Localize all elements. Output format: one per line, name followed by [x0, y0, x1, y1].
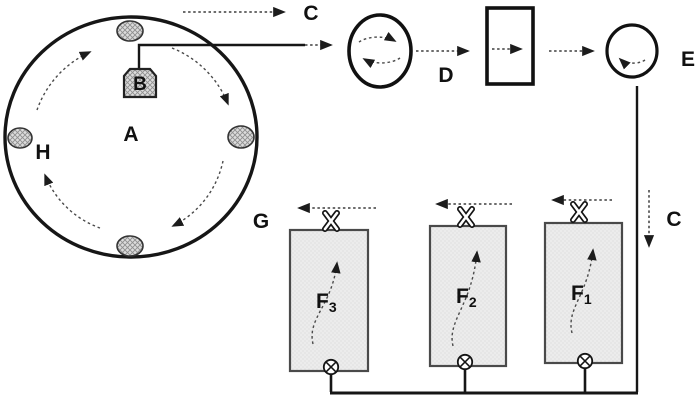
- stream-c-top: C: [183, 2, 319, 25]
- vessel-a-rotation-arrow-top-left: [36, 51, 92, 111]
- collector-manifold: [329, 368, 638, 395]
- label-pump-d: D: [438, 64, 453, 87]
- vessel-a-rotation-arrow-bottom-left: [44, 173, 101, 229]
- label-pump-e: E: [681, 48, 695, 71]
- label-feeder-b: B: [133, 74, 147, 95]
- vessel-a: A H: [3, 15, 259, 259]
- unit-f1-drain-valve-icon: [576, 352, 594, 370]
- pump-1-rotation-icon-top: [358, 31, 397, 43]
- unit-f3-top-valve-icon: [325, 213, 337, 229]
- pump-1-body: [347, 13, 413, 89]
- unit-f1-box: [543, 221, 624, 365]
- label-stream-c-recycle: C: [666, 208, 681, 231]
- column-d-box: [485, 6, 535, 86]
- feeder-b-box: [122, 67, 158, 99]
- label-unit-f1: F1: [571, 282, 592, 307]
- column-d: D: [438, 6, 535, 87]
- pump-e-rotation-icon: [618, 57, 646, 70]
- stream-c-recycle: C: [635, 86, 682, 392]
- label-unit-f2: F2: [456, 285, 477, 310]
- label-vessel-a: A: [123, 123, 138, 146]
- pump-1-rotation-icon-bottom: [362, 57, 401, 69]
- feeder-b-line: [137, 43, 305, 69]
- unit-f2: F2: [428, 198, 512, 371]
- unit-f3-drain-valve-icon: [322, 358, 340, 376]
- nozzle-right: [227, 125, 255, 149]
- unit-f2-drain-valve-icon: [456, 353, 474, 371]
- vessel-a-outline: [3, 15, 259, 259]
- unit-f1: F1: [543, 194, 624, 370]
- vessel-a-rotation-arrow-bottom-right: [171, 160, 224, 227]
- unit-f1-top-valve-icon: [573, 204, 585, 220]
- label-vessel-g: G: [253, 210, 269, 233]
- nozzle-top: [116, 20, 144, 42]
- label-stream-c-top: C: [303, 2, 318, 25]
- nozzle-bottom: [116, 235, 144, 257]
- pump-e: E: [605, 23, 695, 79]
- unit-f3: F3: [288, 202, 376, 376]
- feeder-b: B: [122, 43, 305, 99]
- pump-e-body: [605, 23, 659, 79]
- unit-f3-flow-arrow: [311, 261, 341, 345]
- unit-f2-top-valve-icon: [460, 209, 472, 225]
- label-port-h: H: [35, 141, 50, 164]
- nozzle-left: [7, 127, 33, 149]
- label-unit-f3: F3: [316, 290, 337, 315]
- unit-f2-flow-arrow: [451, 250, 481, 347]
- unit-f3-box: [288, 228, 370, 373]
- unit-f1-flow-arrow: [570, 248, 597, 334]
- unit-f2-box: [428, 224, 508, 368]
- pump-1: [347, 13, 413, 89]
